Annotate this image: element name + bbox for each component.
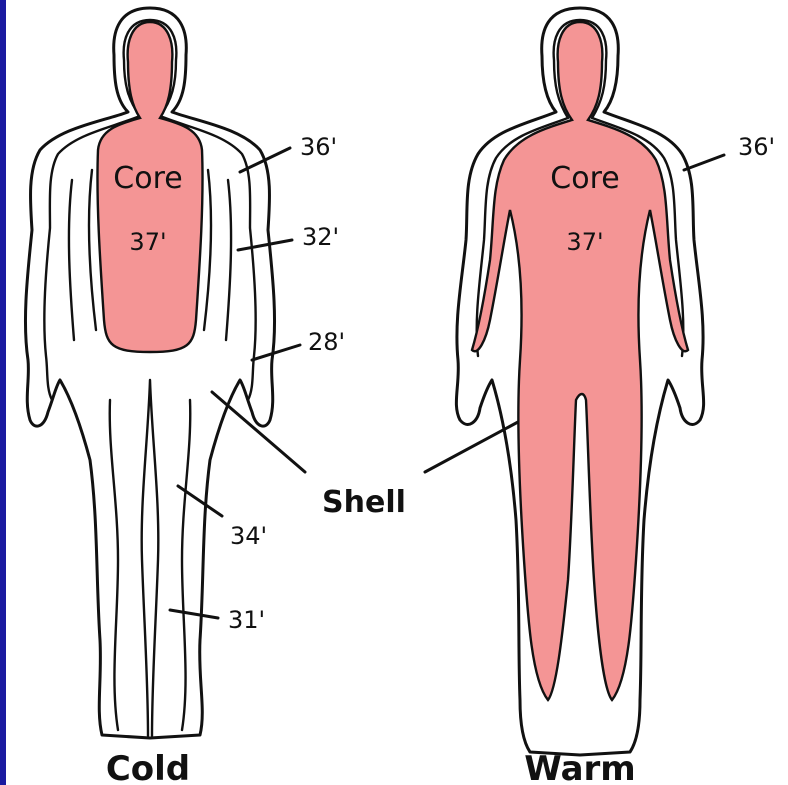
cold-hand-temp: 28' <box>308 328 345 356</box>
cold-lower-leg-pointer <box>170 610 218 618</box>
warm-caption: Warm <box>524 749 635 785</box>
cold-leg-lines <box>110 380 191 736</box>
shell-pointer-cold <box>212 392 305 472</box>
cold-arm-pointer <box>238 240 292 250</box>
cold-shoulder-pointer <box>240 148 290 172</box>
warm-core-region <box>472 22 688 700</box>
cold-lower-leg-temp: 31' <box>228 606 265 634</box>
shell-annotation: Shell <box>212 392 518 520</box>
cold-caption: Cold <box>106 749 190 785</box>
frame-edge <box>0 0 6 785</box>
warm-core-label: Core <box>550 161 619 196</box>
warm-core-temp: 37' <box>566 228 603 256</box>
cold-core-label: Core <box>113 161 182 196</box>
warm-shoulder-temp: 36' <box>738 133 775 161</box>
shell-label: Shell <box>322 485 406 520</box>
cold-figure: Core 37' 36' 32' 28' 34' 31' Cold <box>25 8 345 785</box>
cold-thigh-temp: 34' <box>230 522 267 550</box>
warm-shoulder-pointer <box>684 155 724 170</box>
cold-core-temp: 37' <box>129 228 166 256</box>
cold-arm-temp: 32' <box>302 223 339 251</box>
cold-hand-pointer <box>252 345 300 360</box>
cold-shoulder-temp: 36' <box>300 133 337 161</box>
warm-figure: Core 37' 36' Warm <box>456 8 775 785</box>
